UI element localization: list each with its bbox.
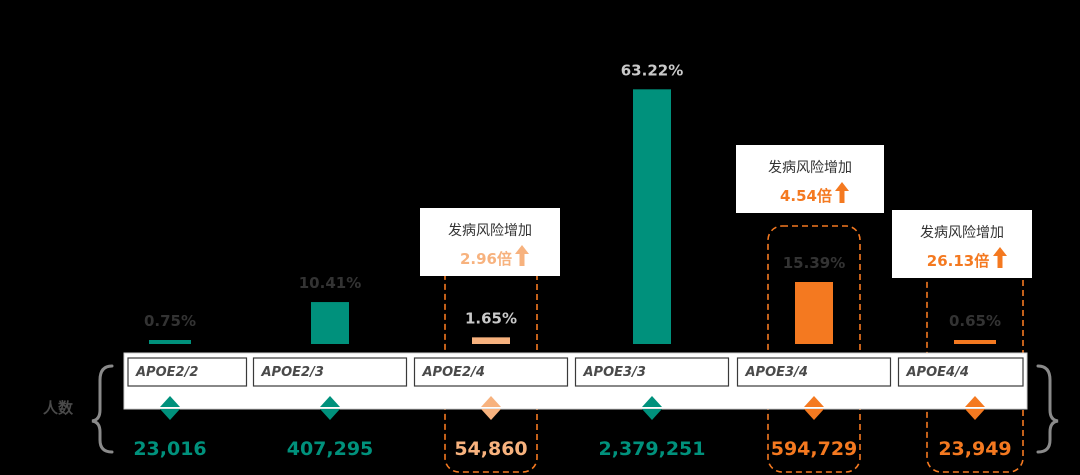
callout-value: 2.96倍: [460, 250, 512, 268]
value-label: 63.22%: [621, 61, 683, 79]
diamond-top: [642, 396, 662, 407]
value-label: 10.41%: [299, 274, 361, 292]
genotype-label: APOE3/4: [745, 365, 808, 380]
callout-value: 26.13倍: [927, 252, 989, 270]
callout-value: 4.54倍: [780, 187, 832, 205]
genotype-label: APOE3/3: [583, 365, 646, 380]
diamond-bottom: [481, 409, 501, 420]
count-label: 594,729: [771, 438, 858, 460]
diamond-top: [320, 396, 340, 407]
diamond-bottom: [965, 409, 985, 420]
row-label-group: 人数: [43, 364, 1059, 454]
diamond-top: [965, 396, 985, 407]
genotype-cell: [127, 357, 248, 387]
callout-box: [736, 145, 884, 213]
genotype-cell: [897, 357, 1024, 387]
diamond-top: [160, 396, 180, 407]
diamond-bottom: [160, 409, 180, 420]
count-label: 2,379,251: [599, 438, 706, 460]
genotype-cell: [736, 357, 892, 387]
diamond-split-icon: [160, 396, 180, 420]
diamond-split-icon: [965, 396, 985, 420]
bar: [795, 282, 833, 344]
arrow-shaft: [997, 255, 1003, 268]
row-label: 人数: [43, 399, 74, 417]
up-arrow-icon: [993, 247, 1007, 268]
labels: 0.75% 10.41% 1.65% 63.22% 15.39% 0.65% 23,016 4…: [133, 61, 1011, 460]
bar: [633, 89, 671, 344]
arrow-head: [993, 247, 1007, 256]
up-arrow-icon: [835, 182, 849, 203]
bar: [311, 302, 349, 344]
arrow-shaft: [839, 190, 845, 203]
genotype-label: APOE2/2: [135, 365, 198, 380]
genotype-cell: [413, 357, 569, 387]
bar: [954, 340, 996, 344]
up-arrow-icon: [515, 245, 529, 266]
diamond-split-icon: [481, 396, 501, 420]
genotype-band: APOE2/2 APOE2/3 APOE2/4 APOE3/3 APOE3/4 APOE4…: [123, 352, 1028, 410]
value-label: 15.39%: [783, 254, 845, 272]
callout-title: 发病风险增加: [768, 160, 852, 176]
diamond-top: [804, 396, 824, 407]
arrow-shaft: [519, 253, 525, 266]
genotype-label: APOE2/4: [422, 365, 485, 380]
count-label: 407,295: [287, 438, 374, 460]
bar: [149, 340, 191, 344]
diamond-split-icon: [320, 396, 340, 420]
curly-bracket-icon: [91, 364, 114, 454]
diamond-top: [481, 396, 501, 407]
callout-title: 发病风险增加: [448, 223, 532, 239]
count-label: 54,860: [454, 438, 527, 460]
diamond-split-icon: [804, 396, 824, 420]
callout-box: [420, 208, 560, 276]
arrow-head: [515, 245, 529, 254]
value-label: 0.75%: [144, 312, 196, 330]
count-label: 23,016: [133, 438, 206, 460]
diamond-bottom: [804, 409, 824, 420]
highlight-frame: [767, 225, 861, 473]
diamond-split-icon: [642, 396, 662, 420]
curly-bracket-icon: [1036, 364, 1059, 454]
genotype-label: APOE2/3: [261, 365, 324, 380]
value-label: 0.65%: [949, 312, 1001, 330]
bar: [472, 337, 510, 344]
genotype-cell: [252, 357, 408, 387]
value-label: 1.65%: [465, 309, 517, 327]
count-label: 23,949: [938, 438, 1011, 460]
bars: [149, 89, 996, 344]
diamond-bottom: [642, 409, 662, 420]
diamond-bottom: [320, 409, 340, 420]
genotype-cell: [574, 357, 730, 387]
genotype-label: APOE4/4: [906, 365, 969, 380]
arrow-head: [835, 182, 849, 191]
callout-title: 发病风险增加: [920, 225, 1004, 241]
callout-box: [892, 210, 1032, 278]
